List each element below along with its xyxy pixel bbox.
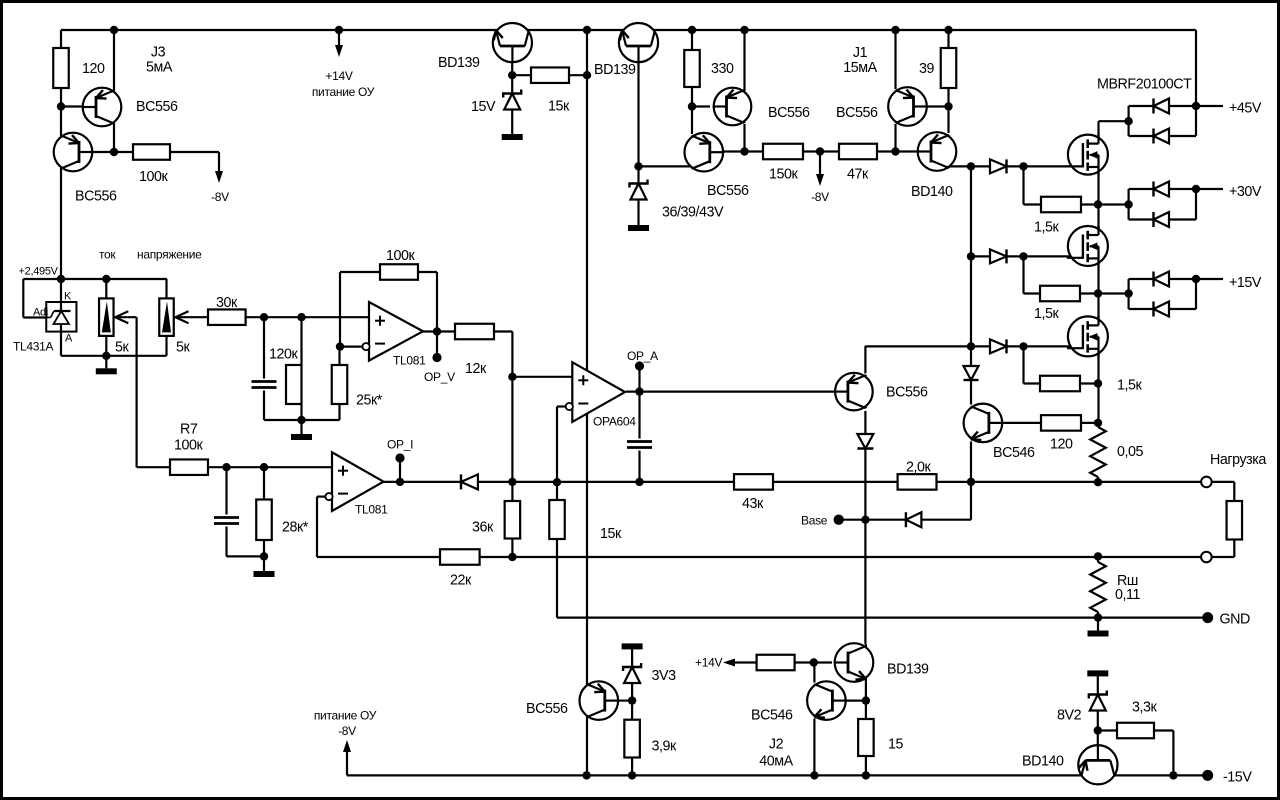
svg-text:питание ОУ: питание ОУ <box>312 85 375 99</box>
svg-text:TL431A: TL431A <box>13 340 54 354</box>
svg-text:TL081: TL081 <box>393 354 426 368</box>
svg-text:BD139: BD139 <box>438 55 480 71</box>
svg-text:+2,495V: +2,495V <box>19 266 59 278</box>
svg-text:40мА: 40мА <box>759 754 793 770</box>
svg-text:+45V: +45V <box>1229 101 1262 117</box>
svg-text:Adj: Adj <box>33 307 48 319</box>
svg-text:BC556: BC556 <box>75 189 117 205</box>
svg-text:100к: 100к <box>174 438 204 454</box>
svg-text:-15V: -15V <box>1223 770 1252 786</box>
svg-text:+14V: +14V <box>325 69 352 83</box>
svg-text:BC556: BC556 <box>707 183 749 199</box>
svg-text:-8V: -8V <box>811 190 829 204</box>
svg-text:15: 15 <box>888 737 904 753</box>
svg-text:43к: 43к <box>742 496 764 512</box>
svg-text:BC556: BC556 <box>526 701 568 717</box>
svg-text:K: K <box>64 291 72 303</box>
svg-text:питание ОУ: питание ОУ <box>314 709 377 723</box>
svg-text:BD140: BD140 <box>911 184 953 200</box>
svg-text:2,0к: 2,0к <box>906 460 932 476</box>
svg-text:1,5к: 1,5к <box>1117 378 1143 394</box>
svg-text:3,9к: 3,9к <box>652 739 678 755</box>
svg-text:напряжение: напряжение <box>137 248 202 262</box>
svg-text:Нагрузка: Нагрузка <box>1210 452 1266 468</box>
svg-text:+14V: +14V <box>695 656 722 670</box>
svg-text:15к: 15к <box>600 526 622 542</box>
svg-text:0,11: 0,11 <box>1115 587 1140 603</box>
svg-text:BC546: BC546 <box>751 708 793 724</box>
svg-text:TL081: TL081 <box>355 503 388 517</box>
svg-text:A: A <box>65 333 73 345</box>
svg-text:100к: 100к <box>139 169 169 185</box>
svg-text:25к*: 25к* <box>356 393 383 409</box>
svg-text:BD140: BD140 <box>1022 754 1064 770</box>
svg-text:BC556: BC556 <box>136 99 178 115</box>
svg-text:28к*: 28к* <box>282 520 309 536</box>
svg-text:BC556: BC556 <box>886 385 928 401</box>
svg-text:OP_I: OP_I <box>387 438 413 452</box>
svg-text:15мА: 15мА <box>843 60 877 76</box>
svg-text:15к: 15к <box>548 99 570 115</box>
svg-text:22к: 22к <box>450 573 472 589</box>
svg-text:15V: 15V <box>471 99 496 115</box>
svg-text:R7: R7 <box>180 422 198 438</box>
svg-text:Rш: Rш <box>1117 573 1138 589</box>
svg-text:12к: 12к <box>465 361 487 377</box>
svg-text:J2: J2 <box>769 737 784 753</box>
svg-text:5мА: 5мА <box>146 60 173 76</box>
svg-text:Base: Base <box>801 514 828 528</box>
svg-text:8V2: 8V2 <box>1057 708 1082 724</box>
svg-text:3,3к: 3,3к <box>1132 700 1158 716</box>
svg-text:BC546: BC546 <box>993 445 1035 461</box>
svg-text:330: 330 <box>711 61 734 77</box>
svg-text:-8V: -8V <box>338 724 356 738</box>
svg-text:BC556: BC556 <box>836 105 878 121</box>
svg-text:150к: 150к <box>769 167 799 183</box>
svg-text:BD139: BD139 <box>887 662 929 678</box>
svg-text:BC556: BC556 <box>768 105 810 121</box>
svg-text:5к: 5к <box>176 340 191 356</box>
svg-text:BD139: BD139 <box>594 62 636 78</box>
svg-text:+30V: +30V <box>1229 184 1262 200</box>
svg-text:47к: 47к <box>847 167 869 183</box>
svg-text:OP_V: OP_V <box>424 370 455 384</box>
svg-text:36/39/43V: 36/39/43V <box>662 205 724 221</box>
svg-text:GND: GND <box>1220 612 1251 628</box>
svg-text:39: 39 <box>919 61 935 77</box>
svg-text:+15V: +15V <box>1229 275 1262 291</box>
svg-text:5к: 5к <box>115 340 130 356</box>
svg-text:30к: 30к <box>216 295 238 311</box>
svg-text:120к: 120к <box>269 347 299 363</box>
svg-text:120: 120 <box>1050 437 1073 453</box>
svg-text:-8V: -8V <box>211 190 229 204</box>
svg-text:OPA604: OPA604 <box>593 415 636 429</box>
svg-text:3V3: 3V3 <box>652 668 677 684</box>
svg-text:36к: 36к <box>472 520 494 536</box>
svg-text:MBRF20100CT: MBRF20100CT <box>1097 77 1192 93</box>
svg-text:J3: J3 <box>151 45 166 61</box>
svg-text:OP_A: OP_A <box>627 349 658 363</box>
svg-text:ток: ток <box>99 248 116 262</box>
svg-text:120: 120 <box>82 61 105 77</box>
svg-text:J1: J1 <box>853 45 868 61</box>
svg-text:0,05: 0,05 <box>1117 444 1144 460</box>
svg-text:100к: 100к <box>386 248 416 264</box>
svg-text:1,5к: 1,5к <box>1034 306 1060 322</box>
svg-text:1,5к: 1,5к <box>1034 220 1060 236</box>
